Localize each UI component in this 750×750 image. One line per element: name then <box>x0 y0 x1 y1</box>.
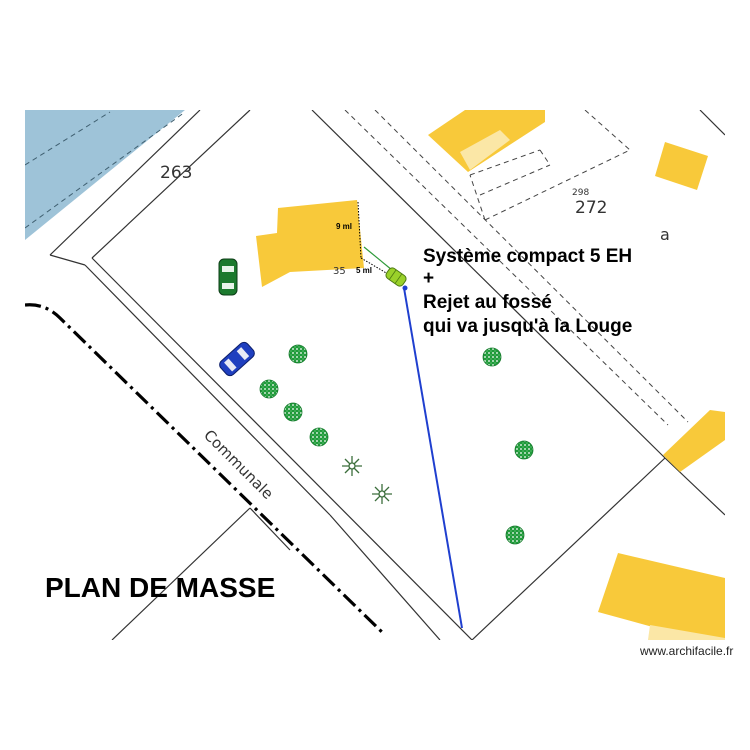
annotation-line-1: Système compact 5 EH <box>423 246 632 267</box>
annotation-line-4: qui va jusqu'à la Louge <box>423 316 632 337</box>
connection-pipe <box>363 246 393 271</box>
parcel-boundaries <box>49 110 725 640</box>
shrub-icon <box>342 456 362 476</box>
measure-label-horizontal: 5 ml <box>356 266 372 275</box>
parcel-number-298: 298 <box>572 188 589 198</box>
house-number: 35 <box>333 266 346 277</box>
watermark-link[interactable]: www.archifacile.fr <box>639 644 733 658</box>
measure-label-vertical: 9 ml <box>336 222 352 231</box>
parcel-letter-a: a <box>660 225 670 244</box>
building <box>598 553 725 640</box>
measure-line-vertical <box>357 201 362 259</box>
shrub-icon <box>372 484 392 504</box>
building <box>648 625 725 640</box>
tree-icon <box>482 347 502 367</box>
tree-icon <box>288 344 308 364</box>
annotation-line-3: Rejet au fossé <box>423 292 552 313</box>
building <box>663 410 725 472</box>
tree-icon <box>283 402 303 422</box>
green-car-icon <box>218 258 238 296</box>
trees <box>259 344 534 545</box>
main-house <box>256 200 364 287</box>
water-dashed-line <box>25 111 111 166</box>
building <box>655 142 708 190</box>
outlet-point <box>402 285 408 291</box>
parcel-number-263: 263 <box>160 163 192 183</box>
water-dashed-line <box>25 111 186 229</box>
blue-car-icon <box>219 341 255 377</box>
parcel-number-272: 272 <box>575 198 607 218</box>
tree-icon <box>514 440 534 460</box>
annotation-line-2: + <box>423 268 434 289</box>
road-axis-line <box>25 303 387 637</box>
treatment-unit-icon <box>385 267 407 287</box>
tree-icon <box>309 427 329 447</box>
plan-title: PLAN DE MASSE <box>45 572 275 603</box>
neighbour-buildings <box>428 110 725 640</box>
outlet-pipe <box>403 287 463 629</box>
tree-icon <box>259 379 279 399</box>
measure-line-horizontal <box>360 257 389 275</box>
water-body <box>25 110 185 240</box>
tree-icon <box>505 525 525 545</box>
building <box>460 130 510 170</box>
